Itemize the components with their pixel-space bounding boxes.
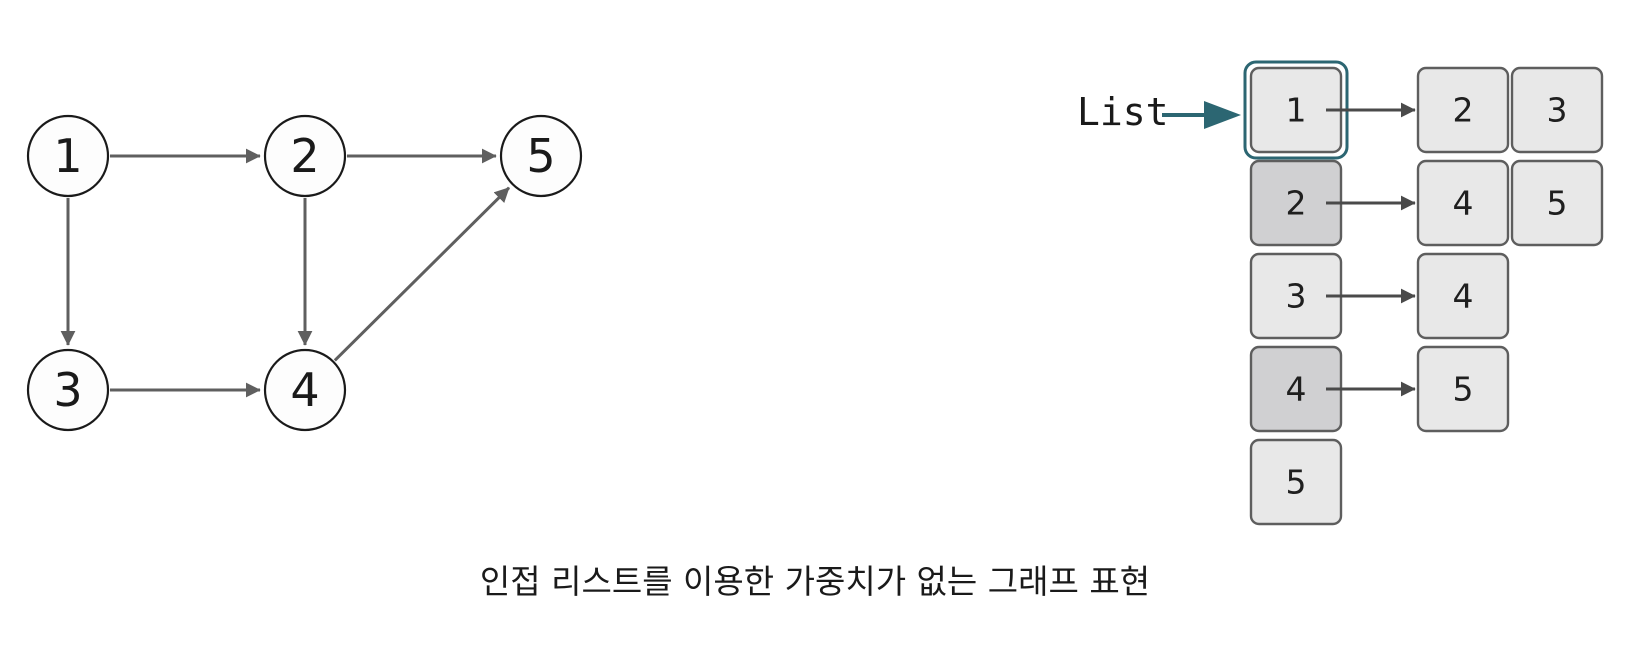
neighbor-cell-2-5: 5 xyxy=(1510,159,1604,247)
node-label: 5 xyxy=(526,129,555,183)
neighbor-cell-1-3: 3 xyxy=(1510,66,1604,154)
node-label: 4 xyxy=(290,363,319,417)
neighbor-cell-box xyxy=(1416,252,1510,340)
neighbor-cell-2-4: 4 xyxy=(1416,159,1510,247)
neighbor-cell-label: 4 xyxy=(1453,184,1474,223)
node-circle xyxy=(26,114,110,198)
graph-edges xyxy=(60,148,511,398)
neighbor-cell-box xyxy=(1416,159,1510,247)
adjacency-row-5: 5 xyxy=(1249,438,1343,526)
node-label: 2 xyxy=(290,129,319,183)
caption: 인접 리스트를 이용한 가중치가 없는 그래프 표현 xyxy=(480,562,1150,601)
graph-node-1: 1 xyxy=(26,114,110,198)
graph-nodes: 1 2 3 4 5 xyxy=(26,114,583,432)
node-circle xyxy=(263,348,347,432)
neighbor-cell-box xyxy=(1416,345,1510,433)
node-label: 3 xyxy=(53,363,82,417)
head-cell-5: 5 xyxy=(1249,438,1343,526)
head-cell-label: 5 xyxy=(1286,463,1307,502)
head-cell-label: 1 xyxy=(1286,91,1307,130)
graph-node-2: 2 xyxy=(263,114,347,198)
neighbor-cell-box xyxy=(1510,66,1604,154)
head-cell-box xyxy=(1249,438,1343,526)
neighbor-cell-box xyxy=(1416,66,1510,154)
list-label: List xyxy=(1077,90,1169,134)
head-cell-label: 4 xyxy=(1286,370,1307,409)
neighbor-cell-label: 5 xyxy=(1547,184,1568,223)
neighbor-cell-label: 2 xyxy=(1453,91,1474,130)
graph-node-3: 3 xyxy=(26,348,110,432)
neighbor-cell-4-5: 5 xyxy=(1416,345,1510,433)
neighbor-cell-box xyxy=(1510,159,1604,247)
head-cell-3: 3 xyxy=(1249,252,1343,340)
edge-4-to-5 xyxy=(333,186,511,362)
graph-node-5: 5 xyxy=(499,114,583,198)
graph-node-4: 4 xyxy=(263,348,347,432)
node-circle xyxy=(263,114,347,198)
neighbor-cell-1-2: 2 xyxy=(1416,66,1510,154)
list-pointer-arrowhead xyxy=(1204,101,1241,129)
node-circle xyxy=(26,348,110,432)
node-label: 1 xyxy=(53,129,82,183)
neighbor-cell-label: 3 xyxy=(1547,91,1568,130)
head-cell-label: 3 xyxy=(1286,277,1307,316)
adjacency-row-1: 1 2 3 xyxy=(1249,66,1604,154)
neighbor-cell-3-4: 4 xyxy=(1416,252,1510,340)
neighbor-cell-label: 5 xyxy=(1453,370,1474,409)
adjacency-row-2: 2 4 5 xyxy=(1249,159,1604,247)
node-circle xyxy=(499,114,583,198)
neighbor-cell-label: 4 xyxy=(1453,277,1474,316)
head-cell-1: 1 xyxy=(1249,66,1343,154)
head-cell-label: 2 xyxy=(1286,184,1307,223)
